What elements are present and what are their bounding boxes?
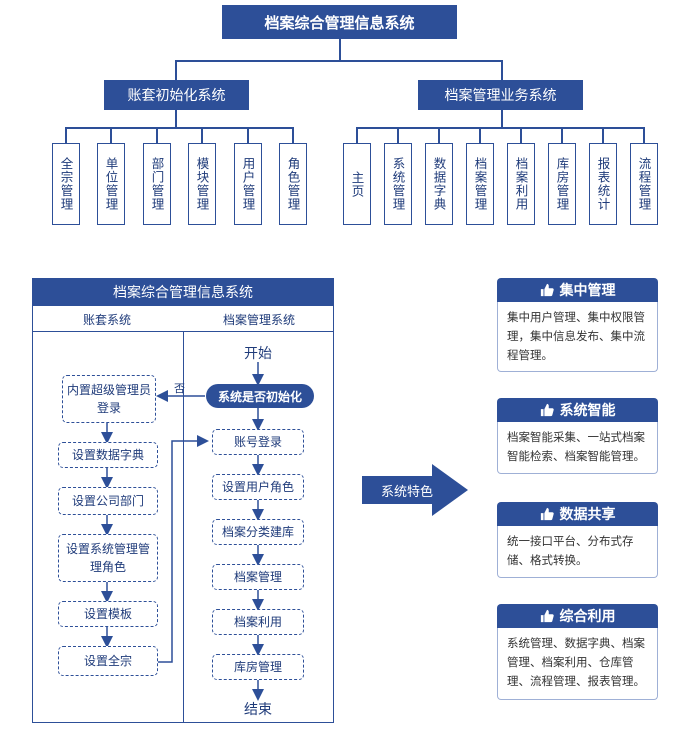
flow-step-right: 档案管理 <box>212 564 304 590</box>
child-node: 用户管理 <box>234 143 262 225</box>
thumbs-up-icon <box>540 403 554 417</box>
flow-decision: 系统是否初始化 <box>206 384 314 408</box>
flow-step-left: 设置公司部门 <box>58 487 158 515</box>
connector <box>356 127 644 129</box>
connector <box>561 127 563 143</box>
flow-end: 结束 <box>244 702 272 718</box>
connector <box>438 127 440 143</box>
child-node: 模块管理 <box>188 143 216 225</box>
flow-no-label: 否 <box>174 382 185 395</box>
connector <box>501 110 503 128</box>
connector <box>501 60 503 80</box>
flow-step-right: 档案分类建库 <box>212 519 304 545</box>
feature-card-header: 数据共享 <box>497 502 658 526</box>
feature-title: 综合利用 <box>559 609 616 625</box>
connector <box>356 127 358 143</box>
thumbs-up-icon <box>540 283 554 297</box>
child-node: 全宗管理 <box>52 143 80 225</box>
connector <box>292 127 294 143</box>
feature-card-body: 系统管理、数据字典、档案管理、档案利用、仓库管理、流程管理、报表管理。 <box>497 628 658 700</box>
child-node: 档案管理 <box>466 143 494 225</box>
feature-card-header: 集中管理 <box>497 278 658 302</box>
left-branch-node: 账套初始化系统 <box>104 80 249 110</box>
feature-title: 集中管理 <box>559 283 616 299</box>
child-node: 报表统计 <box>589 143 617 225</box>
flow-step-left: 设置数据字典 <box>58 442 158 468</box>
feature-title: 系统智能 <box>559 403 616 419</box>
feature-card-body: 档案智能采集、一站式档案智能检索、档案智能管理。 <box>497 422 658 474</box>
flow-col-header-left: 账套系统 <box>82 312 131 327</box>
connector <box>397 127 399 143</box>
child-node: 部门管理 <box>143 143 171 225</box>
connector <box>65 127 293 129</box>
feature-card-header: 综合利用 <box>497 604 658 628</box>
connector <box>602 127 604 143</box>
connector <box>65 127 67 143</box>
child-node: 系统管理 <box>384 143 412 225</box>
child-node: 单位管理 <box>97 143 125 225</box>
connector <box>175 60 503 62</box>
flow-start: 开始 <box>244 346 272 362</box>
flow-step-left: 设置模板 <box>58 601 158 627</box>
right-branch-node: 档案管理业务系统 <box>418 80 583 110</box>
connector <box>339 39 341 61</box>
feature-card-body: 集中用户管理、集中权限管理，集中信息发布、集中流程管理。 <box>497 302 658 372</box>
child-node: 流程管理 <box>630 143 658 225</box>
connector <box>175 110 177 128</box>
thumbs-up-icon <box>540 507 554 521</box>
connector <box>479 127 481 143</box>
root-node: 档案综合管理信息系统 <box>222 5 457 39</box>
connector <box>201 127 203 143</box>
feature-card-header: 系统智能 <box>497 398 658 422</box>
child-node: 档案利用 <box>507 143 535 225</box>
flow-step-left: 设置全宗 <box>58 646 158 676</box>
flow-step-left: 设置系统管理管理角色 <box>58 534 158 582</box>
flow-title: 档案综合管理信息系统 <box>32 278 334 306</box>
flow-col-header-right: 档案管理系统 <box>222 312 295 327</box>
flow-step-right: 设置用户角色 <box>212 474 304 500</box>
divider <box>183 331 184 723</box>
child-node: 数据字典 <box>425 143 453 225</box>
connector <box>520 127 522 143</box>
thumbs-up-icon <box>540 609 554 623</box>
connector <box>110 127 112 143</box>
flow-step-right: 库房管理 <box>212 654 304 680</box>
child-node: 库房管理 <box>548 143 576 225</box>
connector <box>247 127 249 143</box>
flow-step-left: 内置超级管理员登录 <box>62 375 156 423</box>
connector <box>643 127 645 143</box>
arrow-label: 系统特色 <box>380 485 433 500</box>
connector <box>156 127 158 143</box>
connector <box>175 60 177 80</box>
feature-title: 数据共享 <box>559 507 616 523</box>
child-node: 角色管理 <box>279 143 307 225</box>
system-features-arrow <box>362 464 468 516</box>
flow-step-right: 档案利用 <box>212 609 304 635</box>
feature-card-body: 统一接口平台、分布式存储、格式转换。 <box>497 526 658 578</box>
flow-step-right: 账号登录 <box>212 429 304 455</box>
child-node: 主页 <box>343 143 371 225</box>
